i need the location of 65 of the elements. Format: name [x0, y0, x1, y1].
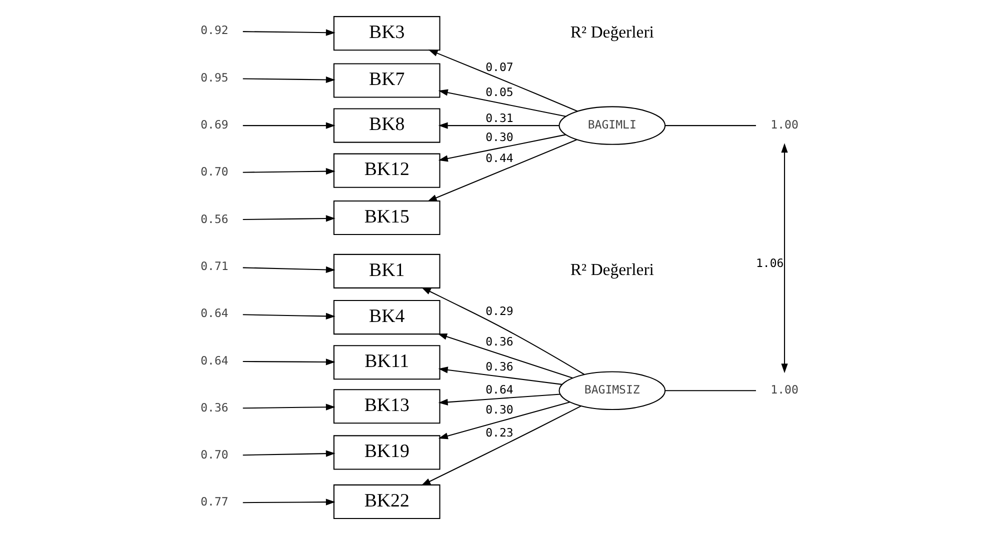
node-box: BK8 [332, 108, 440, 143]
node-ellipse: BAGIMLI [558, 106, 666, 145]
node-text: 0.71 [200, 258, 228, 273]
node-box: BK22 [332, 484, 440, 519]
edge-label: 0.44 [485, 151, 513, 166]
edge-label: 0.36 [485, 334, 513, 348]
connector [664, 390, 756, 392]
arrow [242, 168, 335, 175]
node-text: 0.56 [200, 212, 228, 226]
edge-label: 0.30 [485, 130, 513, 144]
label: R² Değerleri [570, 22, 654, 42]
edge-label: 0.31 [485, 111, 513, 126]
arrow [420, 406, 581, 486]
arrow [242, 29, 335, 36]
arrow [438, 394, 560, 406]
arrow [780, 143, 788, 374]
edge-label: 0.30 [485, 402, 513, 416]
node-text: 0.92 [200, 23, 228, 38]
node-text: 0.69 [200, 117, 228, 132]
arrow [242, 358, 335, 366]
node-box: BK1 [332, 254, 440, 288]
arrow [242, 498, 335, 506]
arrow [438, 402, 570, 440]
arrow [437, 333, 572, 379]
node-box: BK13 [332, 389, 440, 424]
arrow [438, 89, 566, 117]
node-box: BK3 [332, 16, 440, 51]
node-box: BK19 [332, 435, 440, 470]
edge-label: 0.05 [485, 84, 513, 99]
edge-label: 0.64 [485, 382, 513, 397]
edge-label: 0.29 [485, 304, 513, 318]
node-box: BK7 [332, 63, 440, 98]
node-text: 0.64 [200, 306, 228, 320]
label: R² Değerleri [570, 260, 654, 280]
arrow [242, 215, 335, 222]
edge-label: 1.06 [755, 256, 784, 270]
arrow [428, 50, 578, 112]
node-box: BK4 [332, 300, 440, 335]
arrow [438, 122, 558, 129]
node-text: 0.70 [200, 164, 228, 179]
arrow [420, 287, 584, 375]
node-text: 1.00 [770, 117, 798, 132]
arrow [242, 76, 335, 84]
node-text: 0.70 [200, 448, 228, 462]
node-text: 0.64 [200, 353, 228, 368]
arrow [242, 122, 335, 129]
node-box: BK15 [332, 200, 440, 236]
edge-label: 0.23 [485, 426, 513, 440]
node-text: 0.36 [200, 400, 228, 414]
node-text: 0.77 [200, 494, 228, 509]
arrow [242, 312, 335, 320]
node-box: BK11 [332, 345, 440, 380]
arrow [426, 139, 576, 202]
edge-label: 0.36 [485, 360, 513, 374]
node-ellipse: BAGIMSIZ [558, 371, 666, 410]
arrow [242, 450, 335, 457]
arrow [242, 266, 335, 274]
node-text: 1.00 [770, 382, 798, 397]
arrow [438, 366, 562, 385]
arrow [438, 134, 566, 162]
connector [664, 125, 756, 126]
node-text: 0.95 [200, 70, 228, 84]
node-box: BK12 [332, 153, 440, 188]
edge-label: 0.07 [485, 60, 513, 74]
arrow [242, 404, 335, 410]
